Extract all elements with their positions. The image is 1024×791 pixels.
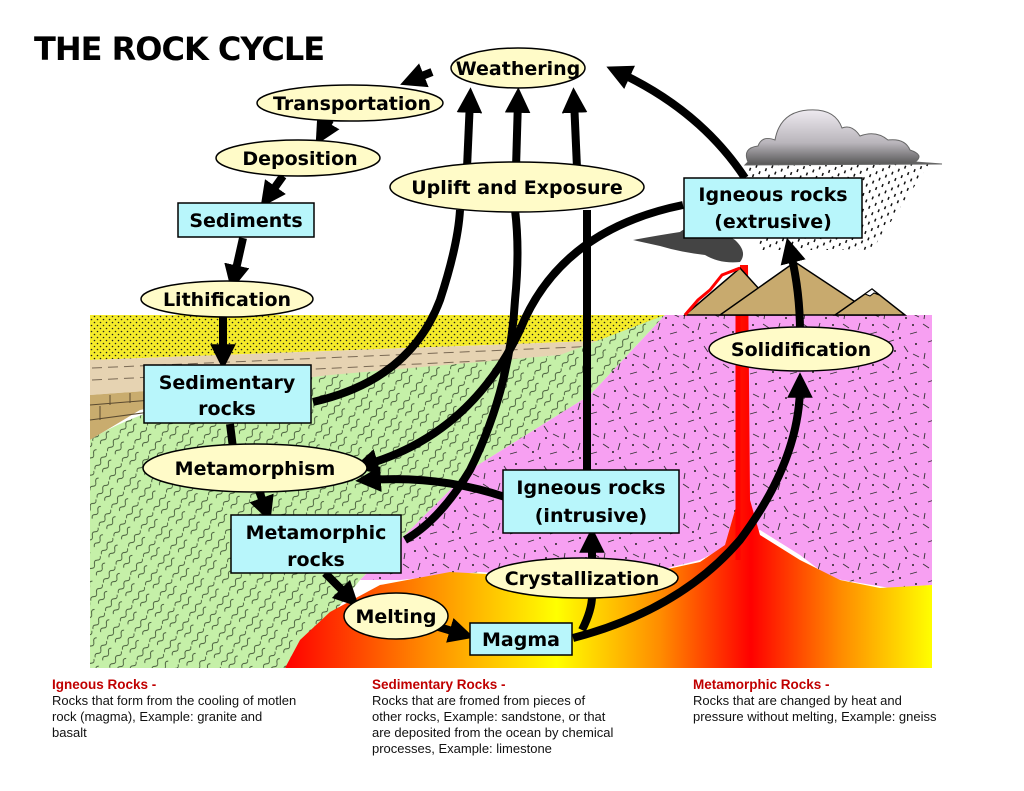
snow-cap	[863, 288, 880, 297]
process-lithification[interactable]: Lithification	[140, 280, 314, 318]
rock-sediments[interactable]: Sediments	[177, 202, 315, 238]
process-solidification[interactable]: Solidification	[708, 326, 894, 372]
rock-label-line-1: Sedimentary	[159, 372, 296, 394]
process-label: Lithification	[163, 289, 291, 311]
arrow-deposition-to-sediments	[260, 173, 287, 208]
rock-label-line-2: rocks	[198, 398, 256, 420]
rock-label-line-1: Metamorphic	[246, 522, 387, 544]
process-label: Crystallization	[505, 568, 660, 590]
arrow-solidification-to-extrusive	[780, 237, 806, 333]
rock-nodes: Sediments Igneous rocks (extrusive) Sedi…	[143, 177, 863, 656]
rock-label: Magma	[482, 629, 560, 651]
process-nodes: Weathering Transportation Deposition Upl…	[140, 47, 894, 640]
legend-text: Rocks that form from the cooling of motl…	[52, 693, 297, 740]
rock-igneous-intrusive[interactable]: Igneous rocks (intrusive)	[502, 469, 680, 534]
process-label: Melting	[355, 606, 436, 628]
process-weathering[interactable]: Weathering	[450, 47, 586, 89]
magma-chamber	[285, 265, 932, 668]
brick-layer	[90, 380, 300, 440]
mountain-right	[832, 288, 908, 316]
rock-igneous-extrusive[interactable]: Igneous rocks (extrusive)	[683, 177, 863, 239]
process-melting[interactable]: Melting	[343, 592, 449, 640]
process-crystallization[interactable]: Crystallization	[485, 557, 679, 599]
arrow-intrusive-to-metamorphism	[355, 466, 507, 501]
process-label: Weathering	[456, 58, 581, 80]
rock-label-line-2: (intrusive)	[535, 505, 647, 527]
arrow-metamorphic-to-melting	[322, 570, 360, 608]
lava-flow	[683, 266, 741, 316]
rock-label-line-1: Igneous rocks	[516, 477, 665, 499]
process-label: Metamorphism	[175, 458, 336, 480]
process-metamorphism[interactable]: Metamorphism	[142, 443, 368, 493]
process-uplift-and-exposure[interactable]: Uplift and Exposure	[389, 161, 645, 213]
rock-magma[interactable]: Magma	[469, 622, 573, 656]
arrow-uplift-to-weathering-2	[504, 87, 531, 169]
legend-heading: Sedimentary Rocks -	[372, 677, 506, 692]
rock-label-line-2: rocks	[287, 549, 345, 571]
arrow-uplift-to-weathering-3	[561, 87, 588, 169]
arrow-sediments-to-lithification	[224, 237, 250, 291]
legend-text: Rocks that are changed by heat and press…	[693, 693, 937, 724]
rock-label-line-1: Igneous rocks	[698, 184, 847, 206]
process-deposition[interactable]: Deposition	[215, 139, 381, 177]
process-transportation[interactable]: Transportation	[256, 84, 444, 122]
arrow-extrusive-to-metamorphism	[352, 201, 684, 474]
process-label: Solidification	[731, 339, 871, 361]
arrow-sedimentary-to-uplift	[312, 209, 464, 406]
arrow-weathering-to-transportation	[400, 63, 434, 88]
arrow-uplift-to-weathering-1	[456, 87, 483, 169]
legend-heading: Metamorphic Rocks -	[693, 677, 830, 692]
legend-heading: Igneous Rocks -	[52, 677, 157, 692]
legend-sedimentary: Sedimentary Rocks - Rocks that are frome…	[372, 677, 682, 757]
arrow-metamorphic-to-uplift	[402, 209, 522, 544]
process-label: Transportation	[273, 93, 431, 115]
cloud-icon	[743, 109, 943, 166]
arrow-transportation-to-deposition	[315, 116, 340, 146]
arrow-magma-to-solidification	[571, 372, 813, 642]
cycle-arrows	[210, 63, 813, 643]
rock-label-line-2: (extrusive)	[714, 211, 832, 233]
rock-sedimentary[interactable]: Sedimentary rocks	[143, 364, 312, 424]
arrow-extrusive-to-weathering	[606, 65, 749, 181]
legend-text: Rocks that are fromed from pieces of oth…	[372, 693, 614, 756]
legend-metamorphic: Metamorphic Rocks - Rocks that are chang…	[693, 677, 1013, 725]
process-label: Uplift and Exposure	[411, 177, 623, 199]
legend-igneous: Igneous Rocks - Rocks that form from the…	[52, 677, 352, 741]
process-label: Deposition	[242, 148, 357, 170]
rock-label: Sediments	[189, 210, 302, 232]
rock-metamorphic[interactable]: Metamorphic rocks	[230, 514, 402, 574]
page-title: THE ROCK CYCLE	[34, 30, 325, 68]
